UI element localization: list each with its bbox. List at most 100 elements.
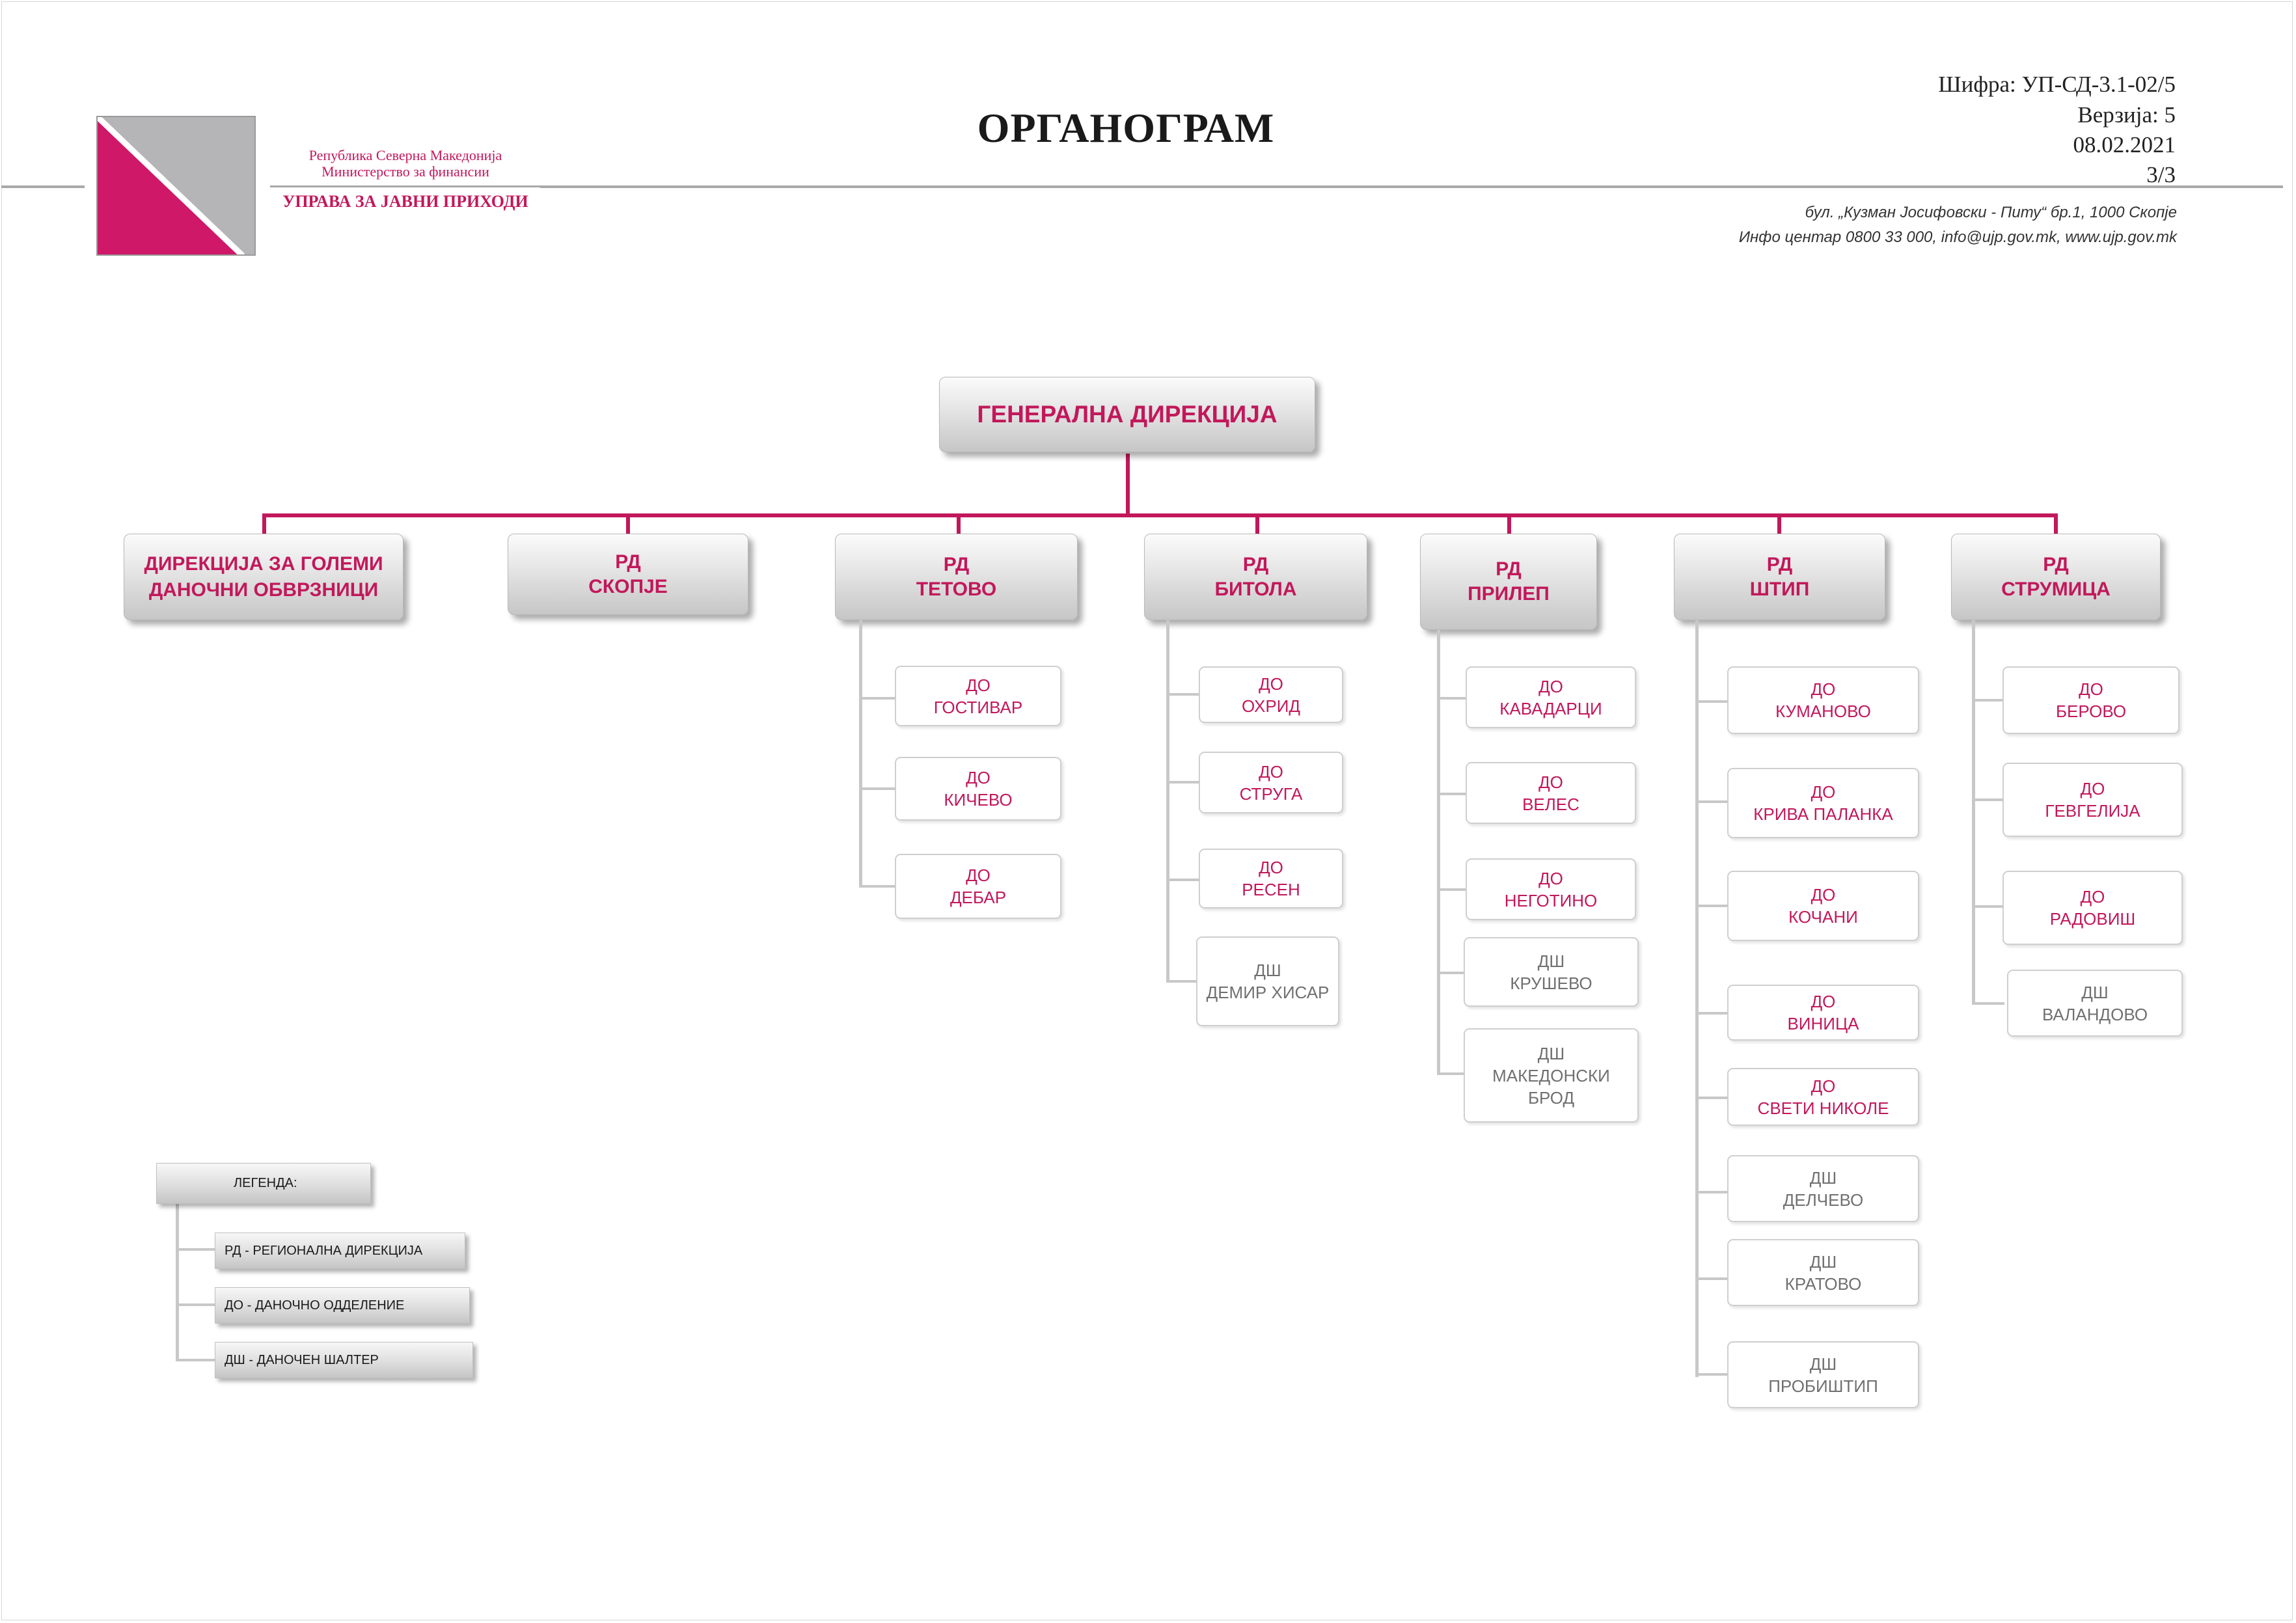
directorate-bus (262, 513, 2058, 517)
unit-ohrid[interactable]: ДО ОХРИД (1199, 666, 1343, 723)
legend-item-rd: РД - РЕГИОНАЛНА ДИРЕКЦИЈА (215, 1233, 465, 1269)
unit-vinica[interactable]: ДО ВИНИЦА (1727, 985, 1919, 1041)
root-label: ГЕНЕРАЛНА ДИРЕКЦИЈА (977, 401, 1278, 428)
logo-ministry: Министерство за финансии (321, 163, 489, 180)
legend-tick (176, 1303, 216, 1306)
branch-line-tetovo (859, 620, 862, 887)
directorate-label-line1: РД (1242, 553, 1269, 575)
unit-name: БЕРОВО (2055, 702, 2127, 721)
drop-6 (2054, 513, 2058, 536)
unit-kumanovo[interactable]: ДО КУМАНОВО (1727, 666, 1919, 734)
logo (94, 113, 256, 258)
unit-name: КРИВА ПАЛАНКА (1753, 804, 1893, 824)
unit-name-line2: БРОД (1527, 1087, 1575, 1108)
unit-name: КРАТОВО (1784, 1274, 1862, 1294)
branch-tick (1166, 879, 1200, 881)
unit-valandovo[interactable]: ДШ ВАЛАНДОВО (2007, 970, 2183, 1037)
unit-type: ДО (1538, 868, 1563, 888)
unit-name: ВАЛАНДОВО (2042, 1004, 2148, 1024)
page-title: ОРГАНОГРАМ (977, 105, 1275, 151)
header-rule-logo (270, 185, 540, 187)
branch-line-prilep (1437, 630, 1440, 1075)
legend-item-do: ДО - ДАНОЧНО ОДДЕЛЕНИЕ (215, 1287, 470, 1324)
branch-tick (1437, 1072, 1471, 1075)
branch-tick (1972, 798, 2004, 801)
unit-name: РЕСЕН (1242, 880, 1300, 899)
legend-item-text: ДО - ДАНОЧНО ОДДЕЛЕНИЕ (225, 1298, 405, 1313)
unit-type: ДШ (1809, 1167, 1837, 1188)
directorate-label-line2: ПРИЛЕП (1468, 583, 1550, 605)
branch-tick (1437, 793, 1471, 795)
unit-kratovo[interactable]: ДШ КРАТОВО (1727, 1239, 1919, 1306)
unit-debar[interactable]: ДО ДЕБАР (895, 854, 1061, 919)
directorate-shtip[interactable]: РД ШТИП (1674, 534, 1885, 620)
branch-line-strumica (1972, 620, 1975, 1005)
unit-name: ГОСТИВАР (933, 697, 1023, 717)
unit-berovo[interactable]: ДО БЕРОВО (2002, 666, 2180, 734)
directorate-strumica[interactable]: РД СТРУМИЦА (1951, 534, 2161, 620)
doc-code: Шифра: УП-СД-3.1-02/5 (1938, 72, 2176, 97)
unit-type: ДО (1259, 858, 1283, 877)
branch-tick (1695, 1191, 1729, 1193)
directorate-label-line2: СТРУМИЦА (2001, 578, 2111, 600)
unit-type: ДО (1538, 676, 1563, 696)
branch-tick (1437, 888, 1471, 891)
unit-sveti-nikole[interactable]: ДО СВЕТИ НИКОЛЕ (1727, 1068, 1919, 1126)
unit-kochani[interactable]: ДО КОЧАНИ (1727, 871, 1919, 941)
unit-gevgelija[interactable]: ДО ГЕВГЕЛИЈА (2002, 763, 2183, 837)
branch-tick (1972, 905, 2004, 908)
unit-name: ГЕВГЕЛИЈА (2045, 801, 2140, 821)
unit-krushevo[interactable]: ДШ КРУШЕВО (1464, 937, 1639, 1007)
unit-type: ДО (1259, 761, 1283, 782)
logo-emblem-icon (94, 113, 256, 258)
unit-gostivar[interactable]: ДО ГОСТИВАР (895, 666, 1061, 726)
legend-line (176, 1204, 179, 1361)
contact-info: Инфо центар 0800 33 000, info@ujp.gov.mk… (1738, 228, 2177, 246)
directorate-label-line1: РД (2043, 553, 2069, 575)
unit-type: ДО (2080, 779, 2105, 798)
unit-negotino[interactable]: ДО НЕГОТИНО (1466, 858, 1636, 920)
unit-name: ПРОБИШТИП (1768, 1376, 1878, 1396)
drop-2 (957, 513, 961, 536)
unit-type: ДО (966, 768, 991, 787)
unit-probishtip[interactable]: ДШ ПРОБИШТИП (1727, 1341, 1919, 1408)
unit-kavadarci[interactable]: ДО КАВАДАРЦИ (1466, 666, 1636, 728)
directorate-tetovo[interactable]: РД ТЕТОВО (835, 534, 1078, 620)
unit-name: ВЕЛЕС (1522, 794, 1579, 814)
directorate-large-taxpayers[interactable]: ДИРЕКЦИЈА ЗА ГОЛЕМИ ДАНОЧНИ ОБВРЗНИЦИ (124, 534, 403, 620)
directorate-skopje[interactable]: РД СКОПЈЕ (508, 534, 748, 615)
directorate-label-line2: СКОПЈЕ (588, 575, 668, 597)
doc-version: Верзија: 5 (2077, 102, 2176, 128)
drop-1 (626, 513, 630, 536)
legend-title-text: ЛЕГЕНДА: (234, 1176, 297, 1190)
unit-kriva-palanka[interactable]: ДО КРИВА ПАЛАНКА (1727, 768, 1919, 838)
unit-radovish[interactable]: ДО РАДОВИШ (2002, 871, 2183, 945)
root-box[interactable]: ГЕНЕРАЛНА ДИРЕКЦИЈА (939, 377, 1315, 452)
unit-veles[interactable]: ДО ВЕЛЕС (1466, 762, 1636, 824)
unit-struga[interactable]: ДО СТРУГА (1199, 752, 1343, 813)
drop-5 (1777, 513, 1781, 536)
unit-kichevo[interactable]: ДО КИЧЕВО (895, 757, 1061, 821)
address: бул. „Кузман Јосифовски - Питу“ бр.1, 10… (1805, 204, 2177, 221)
branch-tick (1437, 972, 1471, 974)
branch-tick (1166, 693, 1200, 696)
branch-tick (1695, 905, 1729, 907)
legend-item-text: РД - РЕГИОНАЛНА ДИРЕКЦИЈА (225, 1243, 423, 1258)
unit-type: ДШ (1809, 1251, 1837, 1272)
branch-tick (1972, 1002, 2004, 1005)
unit-name: СТРУГА (1239, 784, 1303, 804)
unit-type: ДО (2080, 887, 2105, 907)
unit-delchevo[interactable]: ДШ ДЕЛЧЕВО (1727, 1155, 1919, 1222)
unit-name: ДЕБАР (950, 888, 1007, 907)
directorate-prilep[interactable]: РД ПРИЛЕП (1420, 534, 1597, 630)
unit-name: КИЧЕВО (944, 790, 1013, 810)
unit-type: ДО (966, 866, 991, 885)
unit-demir-hisar[interactable]: ДШ ДЕМИР ХИСАР (1196, 936, 1339, 1026)
unit-name: КАВАДАРЦИ (1499, 698, 1602, 718)
unit-makedonski-brod[interactable]: ДШ МАКЕДОНСКИ БРОД (1464, 1028, 1639, 1123)
directorate-bitola[interactable]: РД БИТОЛА (1144, 534, 1367, 620)
unit-resen[interactable]: ДО РЕСЕН (1199, 849, 1343, 908)
legend-tick (176, 1359, 216, 1361)
branch-tick (1695, 1373, 1729, 1376)
